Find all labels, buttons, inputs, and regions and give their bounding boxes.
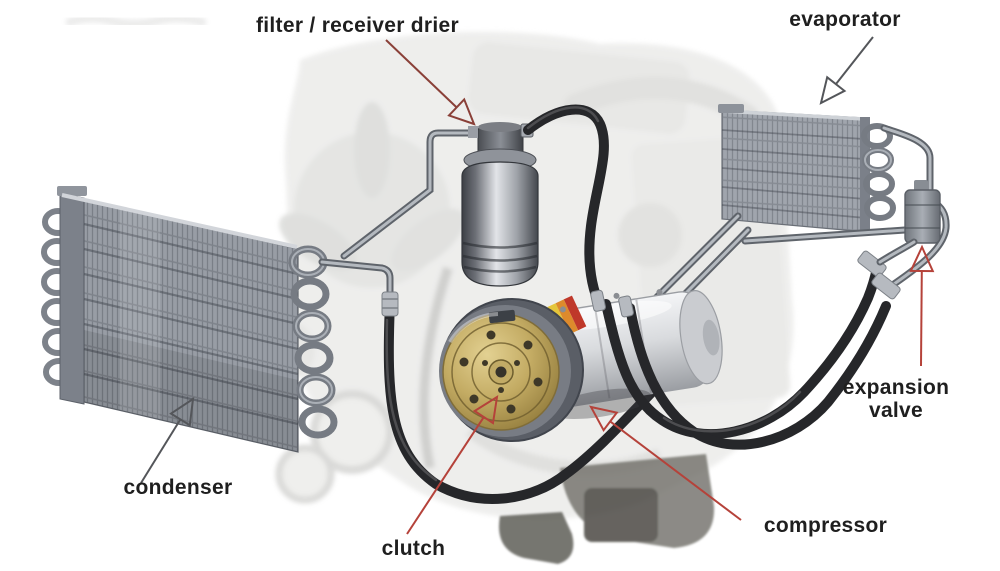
hoses-front bbox=[381, 104, 657, 504]
evaporator-illustration bbox=[718, 104, 896, 233]
condenser-illustration bbox=[41, 186, 338, 453]
callout-arrows bbox=[140, 36, 935, 535]
clutch-bolts bbox=[459, 330, 543, 414]
expansion-valve-arrow bbox=[909, 244, 935, 367]
condenser-left-tank bbox=[59, 192, 85, 405]
condenser-top-cap bbox=[57, 186, 87, 196]
evaporator-arrow bbox=[819, 36, 874, 105]
label-condenser: condenser bbox=[123, 476, 233, 499]
evaporator-tube-lines bbox=[721, 129, 867, 219]
hose-fitting bbox=[381, 291, 399, 317]
hose-fitting bbox=[857, 250, 887, 278]
expansion-valve-illustration bbox=[904, 180, 941, 244]
condenser-top-edge bbox=[61, 193, 298, 249]
compressor-arrow bbox=[589, 405, 742, 521]
ghost-engine bbox=[255, 31, 794, 520]
label-compressor: compressor bbox=[763, 514, 888, 537]
condenser-arrow bbox=[140, 396, 195, 484]
hose-fitting bbox=[618, 295, 634, 318]
ghost-oil-pan bbox=[499, 454, 715, 564]
label-filter-receiver-drier: filter / receiver drier bbox=[255, 14, 459, 37]
condenser-shading bbox=[84, 330, 298, 452]
hoses-to-valve bbox=[590, 238, 918, 450]
label-evaporator: evaporator bbox=[789, 8, 901, 31]
evaporator-core bbox=[721, 109, 867, 233]
evaporator-top-cap bbox=[718, 104, 744, 113]
hose-fitting bbox=[871, 272, 901, 300]
label-expansion-valve: expansion valve bbox=[842, 376, 950, 422]
evaporator-top-edge bbox=[721, 109, 865, 121]
clutch-arrow bbox=[406, 394, 499, 535]
condenser-tube-lines bbox=[83, 222, 299, 426]
label-clutch: clutch bbox=[381, 537, 446, 560]
evaporator-right-tank bbox=[860, 117, 870, 231]
condenser-highlight bbox=[120, 208, 160, 419]
watermark bbox=[65, 13, 207, 29]
filter-arrow bbox=[385, 39, 476, 126]
evaporator-right-loops bbox=[861, 123, 896, 221]
hose-fitting bbox=[590, 289, 606, 312]
clutch-illustration bbox=[439, 298, 584, 442]
